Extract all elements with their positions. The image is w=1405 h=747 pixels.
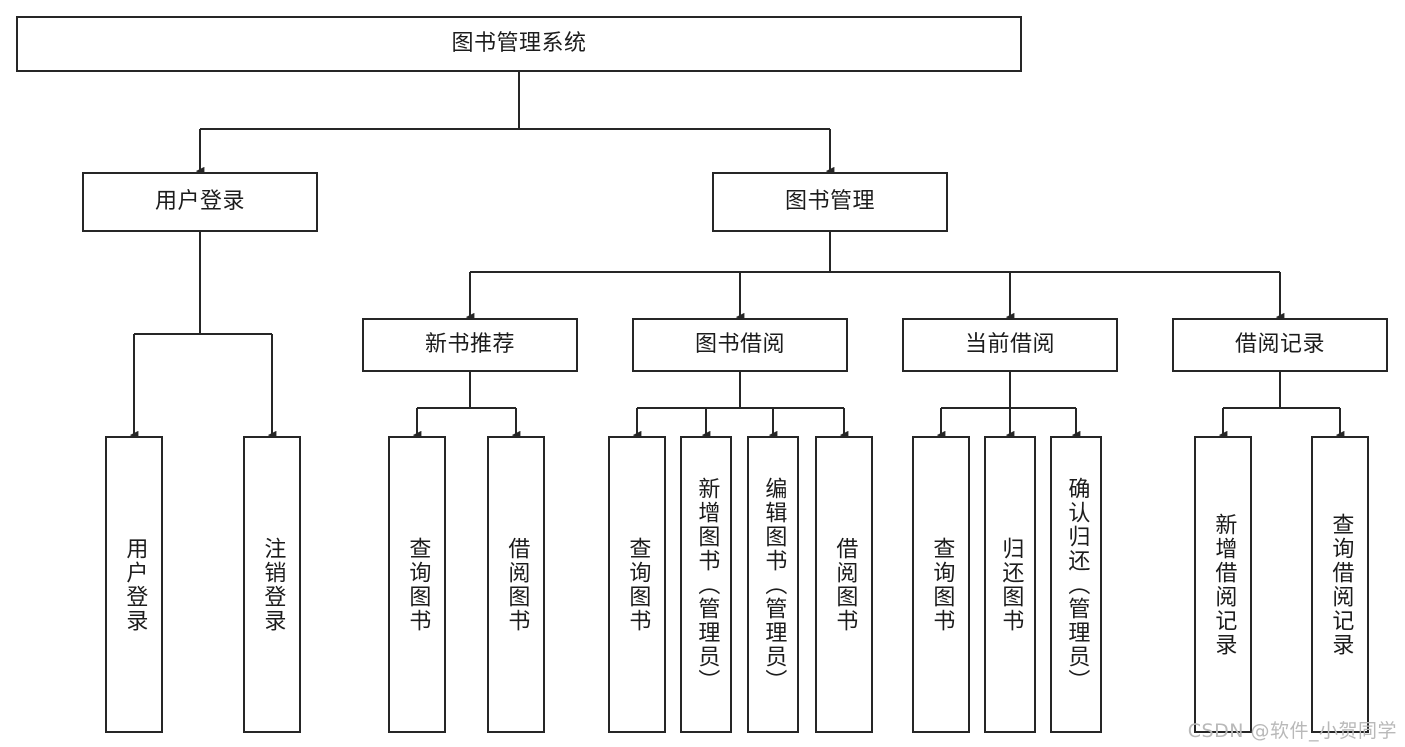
node-label: 新书推荐	[424, 332, 515, 358]
node-leaf-q3[interactable]: 查询图书	[912, 436, 970, 733]
node-label: 用户登录	[154, 189, 245, 215]
node-label: 归还图书	[998, 536, 1024, 633]
node-label: 查询图书	[625, 536, 651, 633]
node-leaf-ret[interactable]: 归还图书	[984, 436, 1036, 733]
node-label: 确认归还（管理员）	[1064, 476, 1090, 693]
node-leaf-login[interactable]: 用户登录	[105, 436, 163, 733]
node-label: 借阅图书	[832, 536, 858, 633]
node-label: 当前借阅	[964, 332, 1055, 358]
node-leaf-b2[interactable]: 借阅图书	[815, 436, 873, 733]
node-leaf-q2[interactable]: 查询图书	[608, 436, 666, 733]
node-label: 注销登录	[260, 536, 286, 633]
node-borrow[interactable]: 图书借阅	[632, 318, 848, 372]
node-leaf-b1[interactable]: 借阅图书	[487, 436, 545, 733]
node-leaf-addrec[interactable]: 新增借阅记录	[1194, 436, 1252, 733]
node-label: 查询图书	[405, 536, 431, 633]
node-leaf-q1[interactable]: 查询图书	[388, 436, 446, 733]
node-current[interactable]: 当前借阅	[902, 318, 1118, 372]
node-records[interactable]: 借阅记录	[1172, 318, 1388, 372]
node-bookmgmt[interactable]: 图书管理	[712, 172, 948, 232]
node-leaf-logout[interactable]: 注销登录	[243, 436, 301, 733]
node-login[interactable]: 用户登录	[82, 172, 318, 232]
node-label: 编辑图书（管理员）	[761, 476, 787, 693]
node-label: 新增图书（管理员）	[694, 476, 720, 693]
node-leaf-conf[interactable]: 确认归还（管理员）	[1050, 436, 1102, 733]
node-label: 图书管理	[784, 189, 875, 215]
node-root[interactable]: 图书管理系统	[16, 16, 1022, 72]
node-label: 查询图书	[929, 536, 955, 633]
node-leaf-qrec[interactable]: 查询借阅记录	[1311, 436, 1369, 733]
node-label: 借阅记录	[1234, 332, 1325, 358]
node-label: 图书管理系统	[451, 31, 587, 57]
node-label: 图书借阅	[694, 332, 785, 358]
watermark-label: CSDN @软件_小贺同学	[1187, 720, 1397, 742]
node-label: 新增借阅记录	[1211, 512, 1237, 657]
node-label: 查询借阅记录	[1328, 512, 1354, 657]
node-label: 借阅图书	[504, 536, 530, 633]
node-leaf-edit[interactable]: 编辑图书（管理员）	[747, 436, 799, 733]
node-newbooks[interactable]: 新书推荐	[362, 318, 578, 372]
edges-group	[129, 72, 1345, 440]
node-leaf-add[interactable]: 新增图书（管理员）	[680, 436, 732, 733]
node-label: 用户登录	[122, 536, 148, 633]
